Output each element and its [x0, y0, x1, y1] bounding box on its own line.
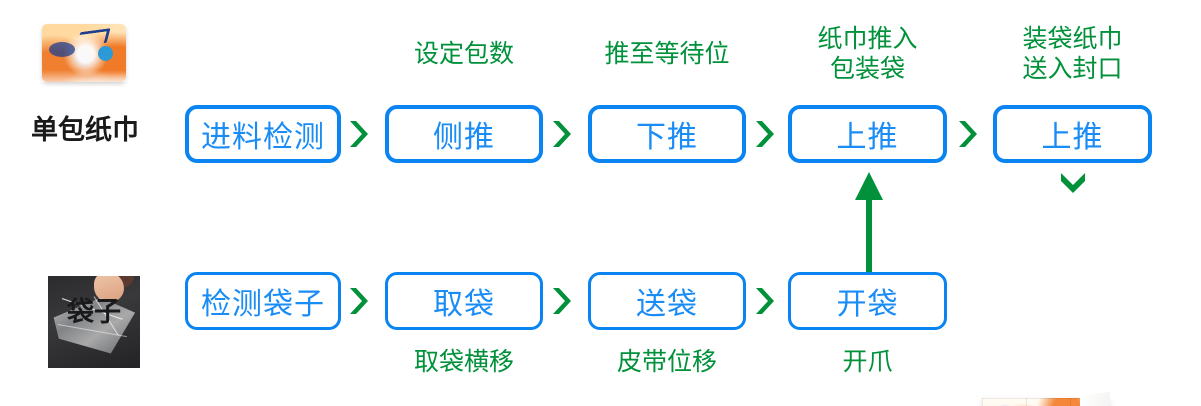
- step-caption-bottom-4: 开爪: [842, 348, 893, 376]
- chevron-right-icon-top-4: [956, 117, 978, 151]
- step-box-top-1[interactable]: 进料检测: [185, 105, 341, 163]
- chevron-right-icon-bottom-1: [347, 284, 369, 318]
- step-box-bottom-1[interactable]: 检测袋子: [185, 272, 341, 330]
- plastic-bag-graphic: [48, 276, 140, 368]
- input-image-plastic-bag: [44, 276, 144, 370]
- input-label-plastic-bag: 袋子: [67, 297, 121, 327]
- step-box-bottom-4[interactable]: 开袋: [788, 272, 947, 330]
- chevron-right-icon-bottom-3: [753, 284, 775, 318]
- step-caption-bottom-3: 皮带位移: [616, 348, 717, 376]
- arrow-up-icon-merge: [852, 168, 886, 274]
- step-box-top-4[interactable]: 上推: [788, 105, 947, 163]
- step-caption-top-4: 纸巾推入 包装袋: [817, 25, 918, 83]
- output-image-bundled-tissue: [962, 392, 1152, 406]
- step-caption-bottom-2: 取袋横移: [413, 348, 514, 376]
- bundled-tissue-graphic: [982, 392, 1110, 406]
- chevron-right-icon-top-1: [347, 117, 369, 151]
- step-box-top-5[interactable]: 上推: [993, 105, 1152, 163]
- chevron-right-icon-top-3: [753, 117, 775, 151]
- step-box-bottom-2[interactable]: 取袋: [385, 272, 543, 330]
- step-caption-top-2: 设定包数: [413, 40, 514, 68]
- step-caption-top-3: 推至等待位: [604, 40, 730, 68]
- chevron-right-icon-bottom-2: [550, 284, 572, 318]
- input-label-tissue-pack: 单包纸巾: [31, 115, 139, 145]
- step-box-top-3[interactable]: 下推: [588, 105, 746, 163]
- step-box-top-2[interactable]: 侧推: [385, 105, 543, 163]
- chevron-down-icon-output: [1058, 170, 1088, 194]
- step-caption-top-5: 装袋纸巾 送入封口: [1022, 25, 1123, 83]
- input-image-tissue-pack: [34, 10, 134, 96]
- step-box-bottom-3[interactable]: 送袋: [588, 272, 746, 330]
- chevron-right-icon-top-2: [550, 117, 572, 151]
- tissue-pack-graphic: [42, 24, 126, 82]
